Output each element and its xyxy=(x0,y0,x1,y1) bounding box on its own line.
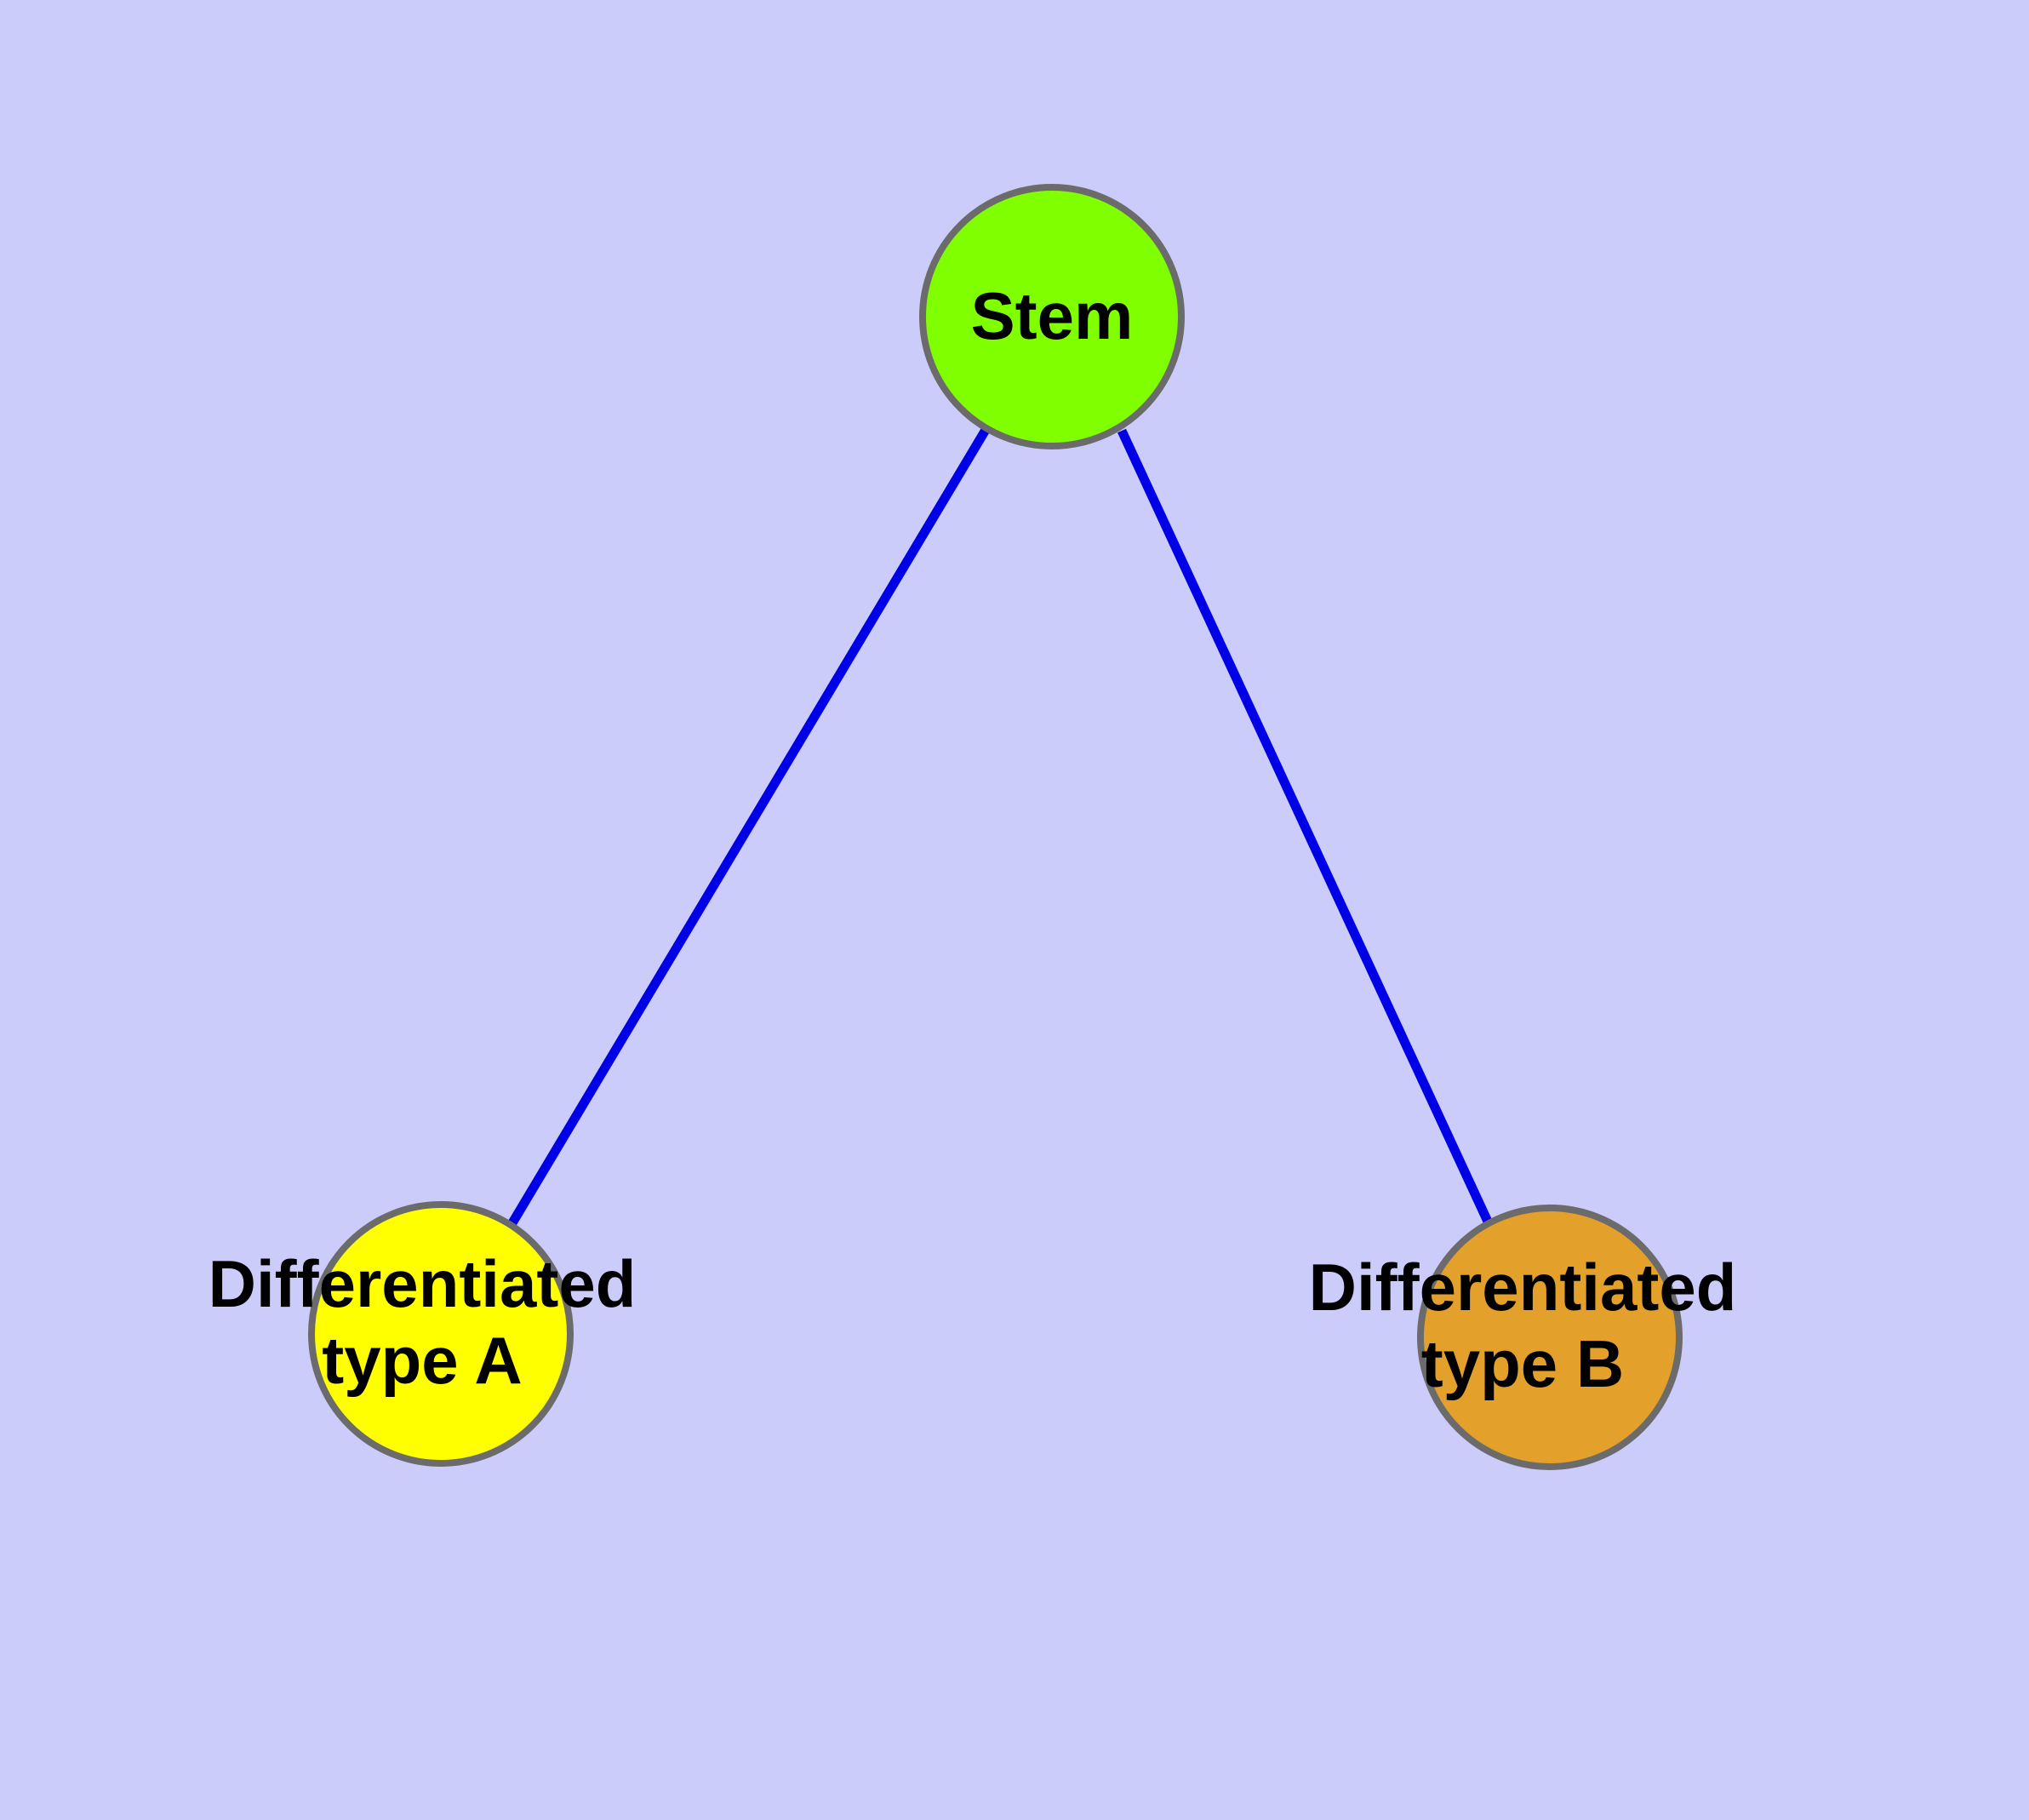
node-diff_b[interactable] xyxy=(1417,1205,1683,1470)
node-stem[interactable] xyxy=(919,184,1185,449)
node-label-line: Stem xyxy=(971,278,1134,353)
node-label-line: Differentiated xyxy=(1309,1250,1737,1325)
node-label-stem: Stem xyxy=(971,278,1134,353)
edges-layer xyxy=(506,427,1493,1228)
edge-stem-to-diff-a[interactable] xyxy=(506,427,990,1228)
node-label-line: Differentiated xyxy=(209,1246,637,1321)
node-label-line: type B xyxy=(1421,1326,1624,1401)
node-label-line: type A xyxy=(322,1323,523,1398)
node-diff_a[interactable] xyxy=(308,1201,574,1467)
nodes-layer xyxy=(308,184,1683,1470)
edge-stem-to-diff-b[interactable] xyxy=(1117,428,1493,1226)
